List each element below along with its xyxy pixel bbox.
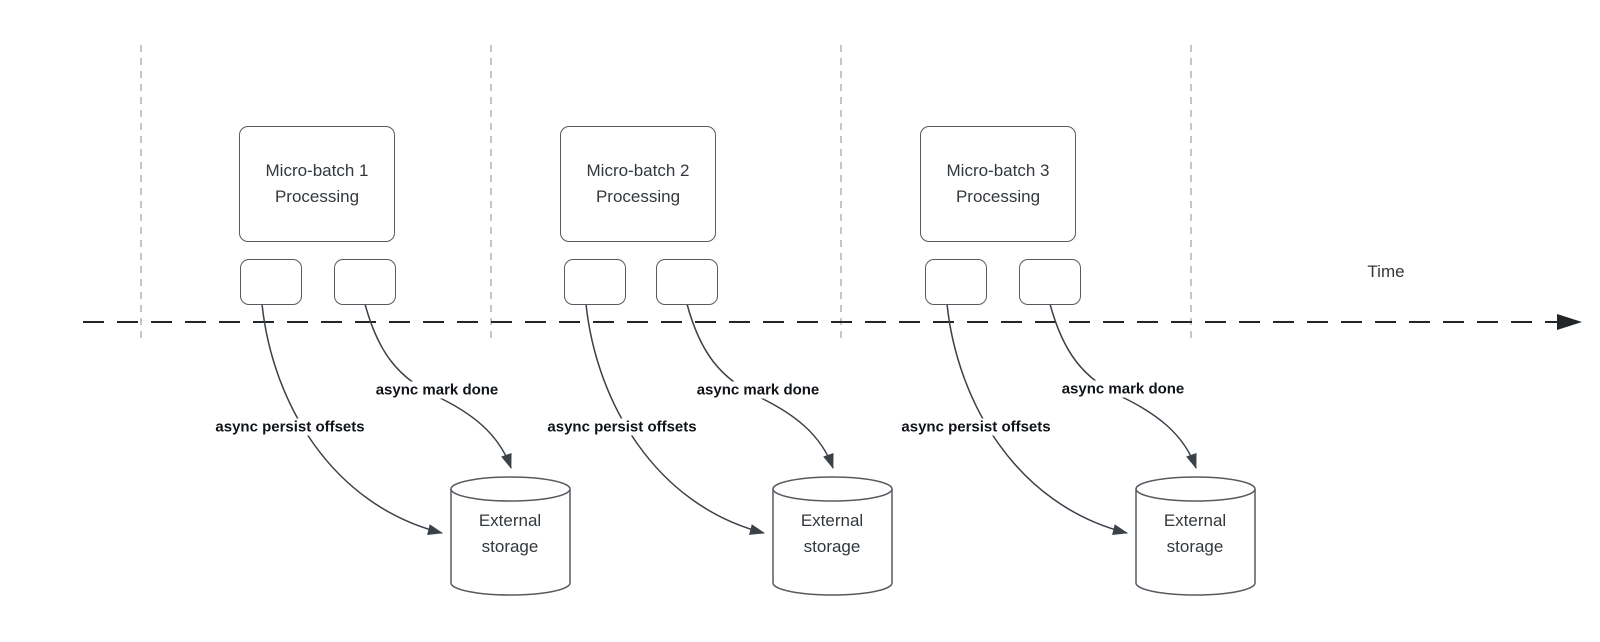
storage-label-3: External storage xyxy=(1163,511,1227,556)
mark-done-task-box-3 xyxy=(1019,259,1081,305)
mark-done-task-box-1 xyxy=(334,259,396,305)
mark-done-label-1: async mark done xyxy=(372,381,502,399)
external-storage-cylinder-1 xyxy=(450,476,571,596)
cylinder-rim xyxy=(772,488,893,502)
persist-offsets-task-box-1 xyxy=(240,259,302,305)
mark-done-task-box-2 xyxy=(656,259,718,305)
micro-batch-box-2: Micro-batch 2 Processing xyxy=(560,126,716,242)
micro-batch-box-1: Micro-batch 1 Processing xyxy=(239,126,395,242)
persist-offsets-arrow-1 xyxy=(261,303,443,535)
persist-offsets-label-3: async persist offsets xyxy=(898,418,1054,436)
persist-offsets-arrow-2 xyxy=(585,303,765,535)
cylinder-rim xyxy=(1135,488,1256,502)
cylinder-rim xyxy=(450,488,571,502)
time-axis-label: Time xyxy=(1367,262,1405,281)
persist-offsets-label-1: async persist offsets xyxy=(212,418,368,436)
time-axis-arrowhead-icon xyxy=(1557,314,1582,330)
persist-offsets-arrow-3 xyxy=(946,303,1128,535)
mark-done-label-2: async mark done xyxy=(693,381,823,399)
storage-label-2: External storage xyxy=(800,511,864,556)
persist-offsets-task-box-3 xyxy=(925,259,987,305)
persist-offsets-task-box-2 xyxy=(564,259,626,305)
storage-label-1: External storage xyxy=(478,511,542,556)
external-storage-cylinder-2 xyxy=(772,476,893,596)
external-storage-cylinder-3 xyxy=(1135,476,1256,596)
persist-offsets-label-2: async persist offsets xyxy=(544,418,700,436)
micro-batch-box-3: Micro-batch 3 Processing xyxy=(920,126,1076,242)
mark-done-label-3: async mark done xyxy=(1058,380,1188,398)
